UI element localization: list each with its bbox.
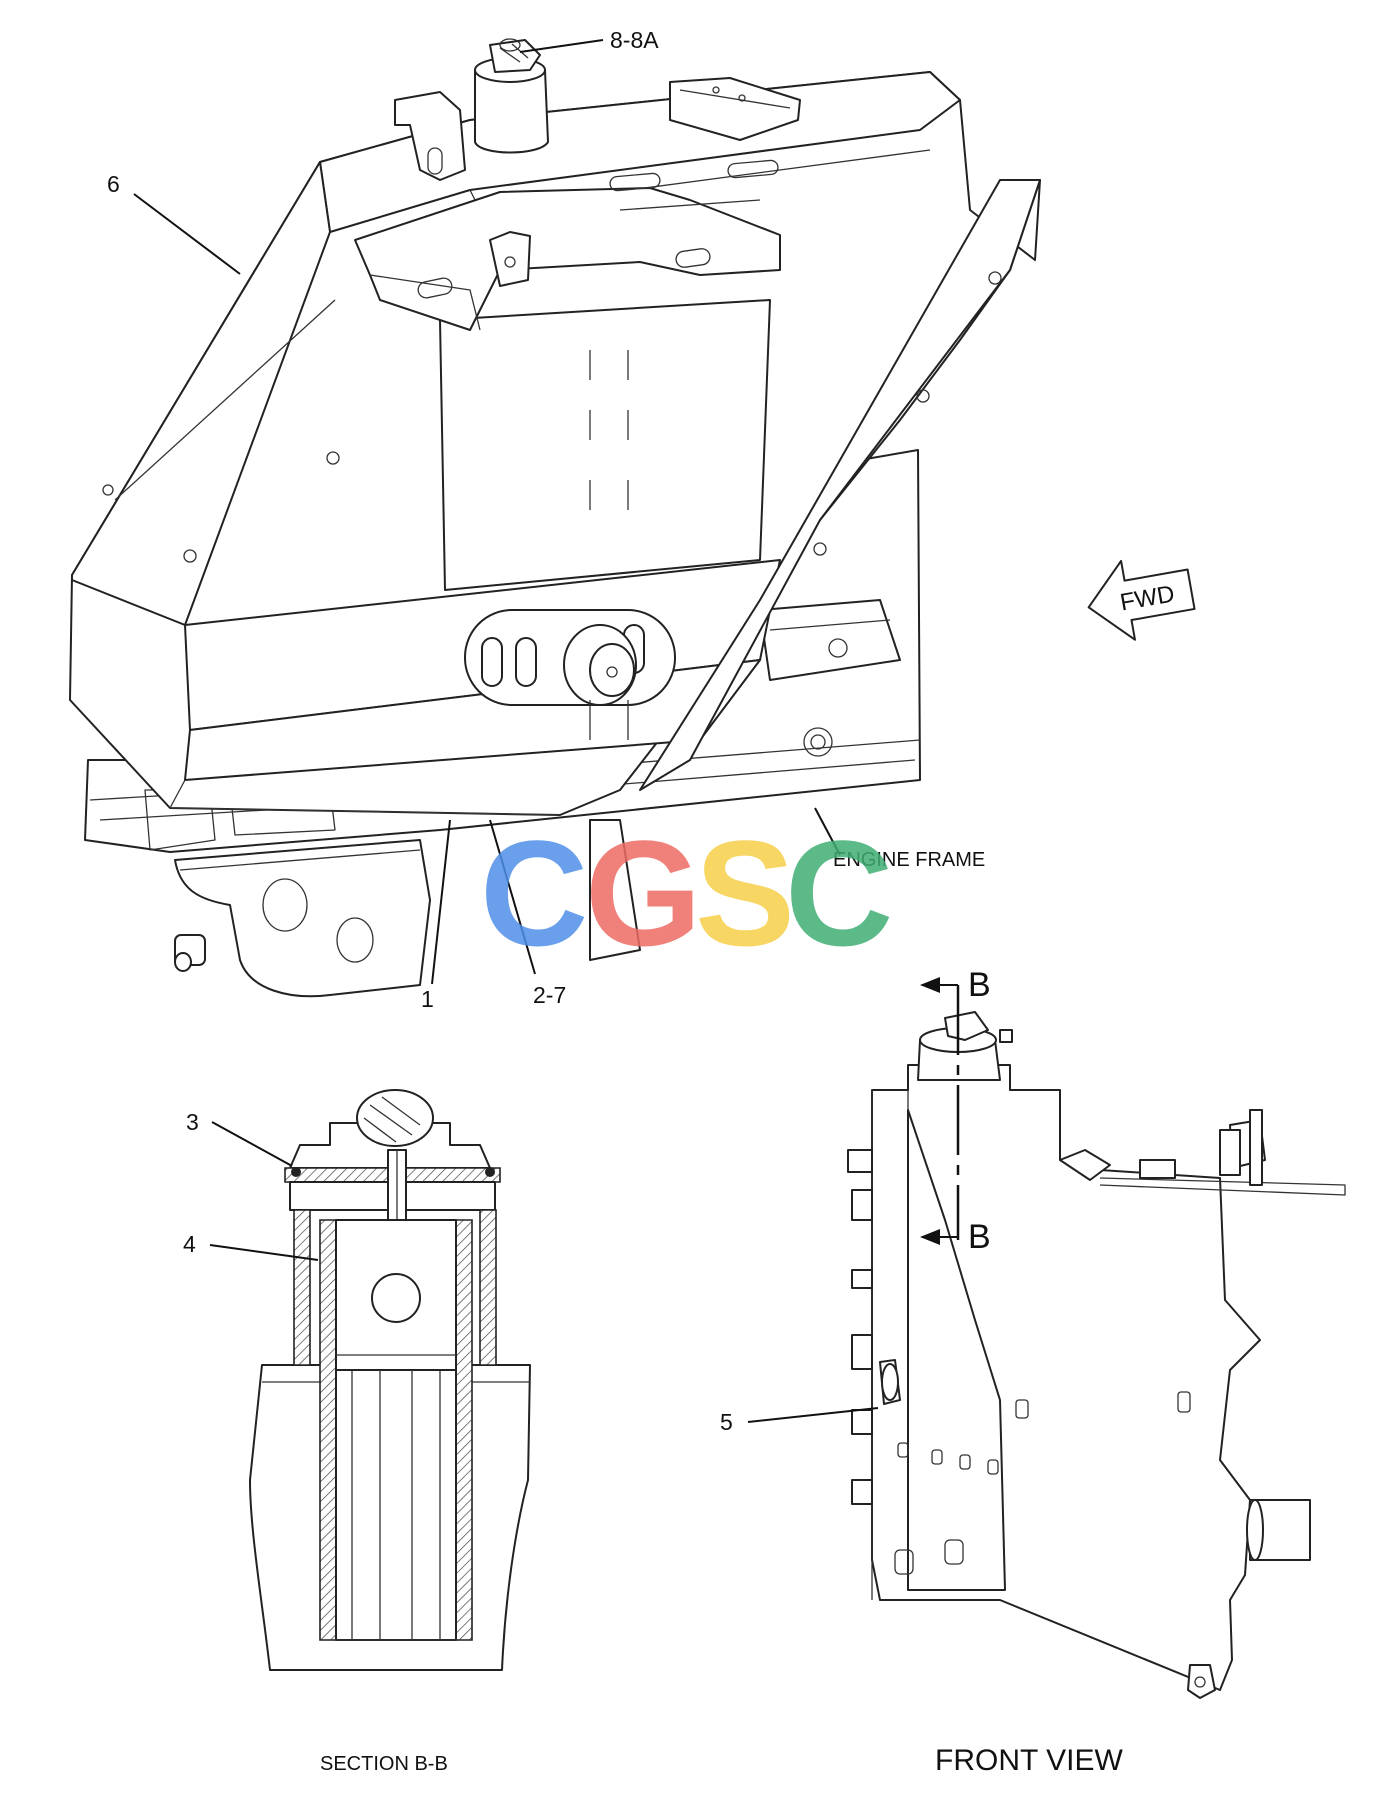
leader-3 [211, 1121, 293, 1167]
left-arrow-icon [1087, 559, 1196, 641]
leader-8-8a [519, 39, 604, 53]
front-view-caption: FRONT VIEW [935, 1744, 1123, 1777]
section-marker-top: B [968, 966, 991, 1004]
tank-isometric-view: 8-8A 6 1 2-7 ENGINE FRAME [69, 27, 1041, 1012]
callout-2-7: 2-7 [533, 982, 566, 1008]
fuel-tank-body [69, 71, 1041, 816]
leader-6 [133, 193, 241, 275]
leader-2-7 [489, 819, 536, 975]
engine-frame-drawing [84, 449, 921, 998]
watermark-letter-c2: C [785, 809, 893, 977]
callout-3: 3 [186, 1109, 199, 1135]
watermark-letter-c1: C [480, 809, 588, 977]
watermark: C G S C [480, 809, 893, 977]
callout-5: 5 [720, 1409, 733, 1435]
callout-6: 6 [107, 171, 120, 197]
callout-8-8a: 8-8A [610, 27, 659, 53]
watermark-letter-s: S [695, 809, 795, 977]
section-marker-bottom: B [968, 1218, 991, 1256]
watermark-letter-g: G [585, 809, 702, 977]
section-b-b-view: 3 4 SECTION B-B [183, 1089, 531, 1775]
section-b-b-caption: SECTION B-B [320, 1753, 448, 1775]
leader-1 [431, 819, 451, 985]
fwd-arrow: FWD [1087, 559, 1196, 641]
callout-4: 4 [183, 1231, 196, 1257]
leader-engine-frame [814, 807, 841, 856]
leader-5 [747, 1407, 879, 1423]
front-view: B B 5 FRONT VIEW [720, 966, 1346, 1777]
breather-cap-drawing [474, 38, 549, 154]
callout-1: 1 [421, 986, 434, 1012]
engine-frame-label: ENGINE FRAME [833, 849, 985, 871]
leader-4 [209, 1244, 319, 1261]
